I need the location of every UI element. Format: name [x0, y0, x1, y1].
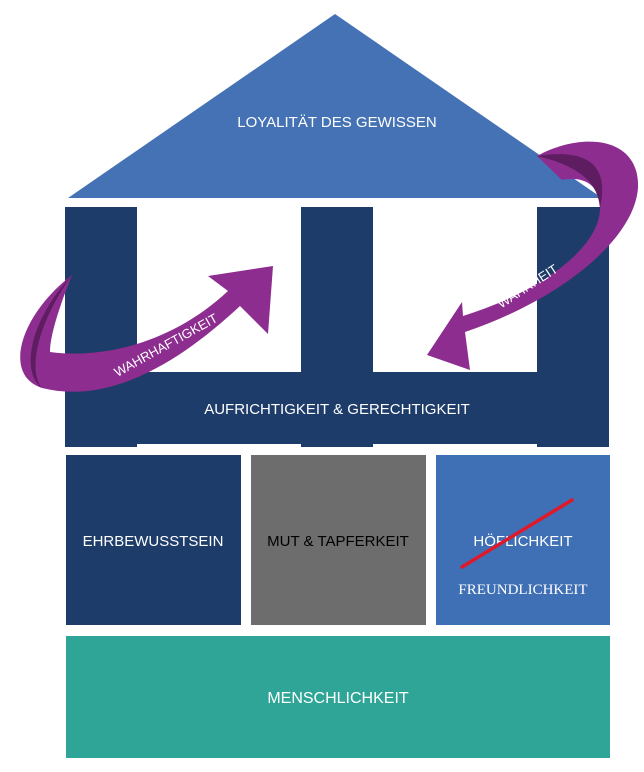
upper-frame	[65, 207, 609, 447]
arrow-right-shape	[427, 141, 639, 370]
foundation	[66, 636, 610, 758]
pillar-hoeflichkeit-label: HÖFLICHKEIT	[473, 532, 572, 550]
pillar-ehrbewusstsein	[66, 455, 241, 625]
arrow-right-underside	[537, 154, 603, 208]
roof	[68, 14, 602, 198]
arrow-left-shape	[20, 266, 274, 392]
pillar-mut-tapferkeit	[251, 455, 426, 625]
arrow-left-underside	[30, 275, 72, 388]
foundation-label: MENSCHLICHKEIT	[267, 690, 409, 707]
pillar-freundlichkeit-label: FREUNDLICHKEIT	[458, 582, 587, 598]
strikethrough-line	[460, 498, 574, 569]
pillar-hoeflichkeit	[436, 455, 610, 625]
beam-label: AUFRICHTIGKEIT & GERECHTIGKEIT	[204, 401, 470, 418]
roof-label: LOYALITÄT DES GEWISSEN	[237, 114, 437, 131]
pillar-mut-tapferkeit-label: MUT & TAPFERKEIT	[267, 533, 409, 550]
pillar-ehrbewusstsein-label: EHRBEWUSSTSEIN	[83, 533, 224, 550]
crossbeam	[65, 372, 609, 444]
